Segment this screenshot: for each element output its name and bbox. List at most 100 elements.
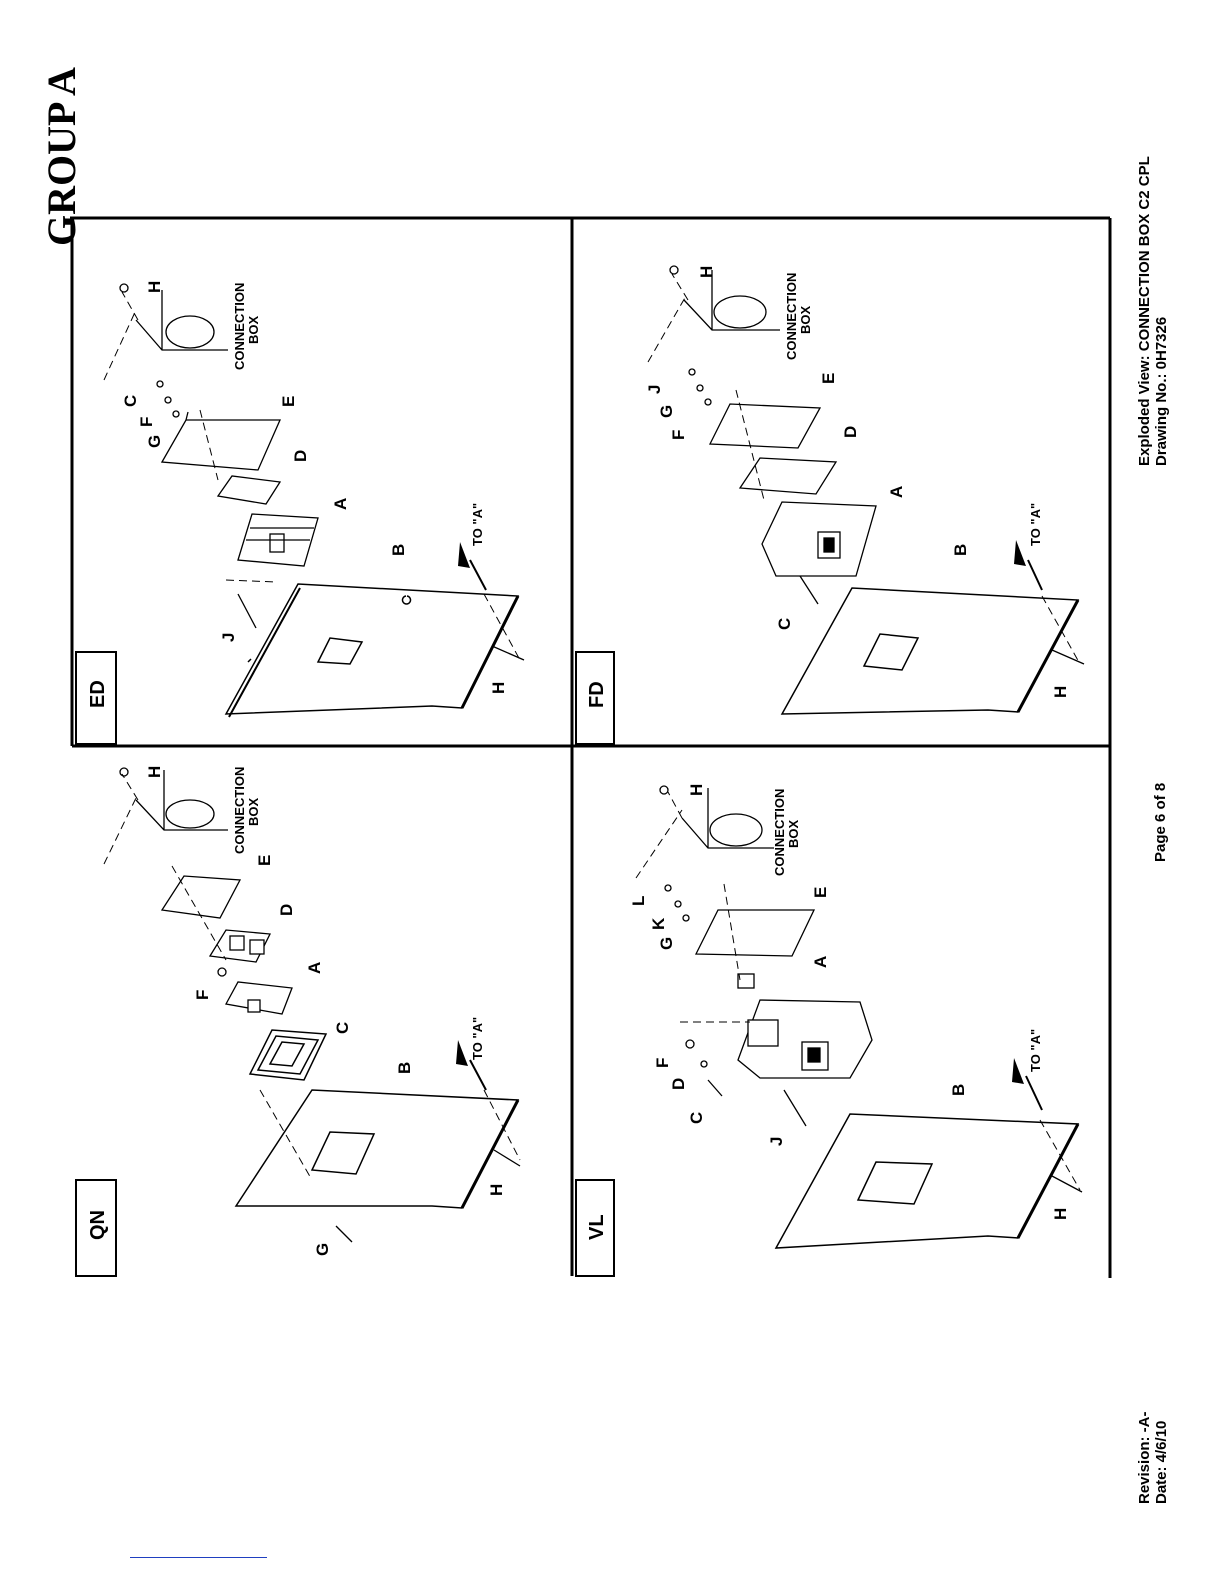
svg-text:E: E — [255, 855, 274, 866]
svg-text:A: A — [887, 486, 906, 498]
svg-text:B: B — [949, 1084, 968, 1096]
connection-box — [136, 770, 228, 830]
backplate — [782, 588, 1078, 714]
panel-label-vl: VL — [576, 1180, 614, 1276]
svg-text:H: H — [687, 784, 706, 796]
connection-box-label: CONNECTION BOX — [232, 767, 261, 854]
assembly-lines — [104, 292, 520, 660]
svg-text:TO "A": TO "A" — [470, 503, 485, 546]
breaker-body — [762, 502, 876, 576]
drawing-number: Drawing No.: 0H7326 — [1153, 317, 1170, 466]
breaker-mechanism — [210, 930, 270, 962]
panel-label-ed: ED — [76, 652, 116, 744]
svg-text:F: F — [653, 1058, 672, 1068]
assembly-lines — [104, 774, 520, 1180]
svg-text:H: H — [1051, 1208, 1070, 1220]
page-number: Page 6 of 8 — [1152, 783, 1169, 862]
svg-text:G: G — [657, 405, 676, 418]
svg-text:D: D — [669, 1078, 688, 1090]
screws — [120, 284, 524, 660]
footer-rule — [130, 1557, 267, 1558]
assembly-lines — [648, 274, 1080, 664]
svg-text:B: B — [951, 544, 970, 556]
panel-label-fd: FD — [576, 652, 614, 744]
svg-text:J: J — [767, 1137, 786, 1146]
insulator-plate — [218, 476, 280, 504]
svg-text:F: F — [669, 430, 688, 440]
svg-text:D: D — [291, 450, 310, 462]
to-a-arrow: TO "A" — [458, 503, 486, 590]
svg-text:CONNECTION: CONNECTION — [232, 283, 247, 370]
svg-text:FD: FD — [586, 681, 608, 708]
screws — [670, 266, 1084, 664]
connection-box — [684, 270, 780, 330]
svg-text:G: G — [313, 1243, 332, 1256]
svg-text:D: D — [841, 426, 860, 438]
breaker-body — [226, 982, 292, 1014]
backplate — [776, 1114, 1078, 1248]
svg-text:TO "A": TO "A" — [1028, 503, 1043, 546]
insulator-plate — [740, 458, 836, 494]
backplate — [236, 1090, 518, 1208]
svg-text:K: K — [649, 917, 668, 930]
svg-text:J: J — [645, 385, 664, 394]
connection-box-label: CONNECTION BOX — [232, 283, 261, 370]
svg-text:CONNECTION: CONNECTION — [232, 767, 247, 854]
panel-ed: ED — [76, 281, 524, 744]
svg-text:H: H — [1051, 686, 1070, 698]
svg-text:C: C — [687, 1112, 706, 1124]
svg-text:D: D — [277, 904, 296, 916]
part-callouts-ed: H C F G E D A B J H — [121, 281, 508, 694]
svg-text:H: H — [697, 266, 716, 278]
svg-text:B: B — [395, 1062, 414, 1074]
svg-text:A: A — [811, 956, 830, 968]
svg-text:QN: QN — [87, 1210, 109, 1240]
breaker-body — [738, 1000, 872, 1078]
connection-box-label: CONNECTION BOX — [784, 273, 813, 360]
connection-box — [136, 290, 228, 350]
part-callouts-fd: H J G F E D A B C H — [645, 266, 1070, 698]
panel-label-qn: QN — [76, 1180, 116, 1276]
svg-text:E: E — [811, 887, 830, 898]
backplate — [226, 584, 518, 717]
to-a-arrow: TO "A" — [456, 1017, 486, 1090]
svg-text:CONNECTION: CONNECTION — [784, 273, 799, 360]
mounting-bracket — [162, 876, 240, 918]
svg-text:TO "A": TO "A" — [470, 1017, 485, 1060]
mounting-bracket — [696, 910, 814, 956]
breaker-body — [238, 514, 318, 566]
svg-text:G: G — [657, 937, 676, 950]
panel-vl: VL — [576, 784, 1082, 1276]
svg-text:H: H — [487, 1184, 506, 1196]
svg-text:F: F — [137, 417, 156, 427]
svg-text:C: C — [121, 395, 140, 407]
svg-text:BOX: BOX — [798, 306, 813, 335]
revision: Revision: -A- — [1136, 1411, 1153, 1504]
svg-text:ED: ED — [87, 680, 109, 708]
part-callouts-qn: H E D A F C B H G — [145, 766, 506, 1256]
escutcheon — [250, 1030, 326, 1080]
svg-text:F: F — [193, 990, 212, 1000]
mounting-bracket — [710, 404, 820, 448]
svg-text:VL: VL — [586, 1214, 608, 1240]
panel-fd: FD — [576, 266, 1084, 744]
svg-text:H: H — [145, 281, 164, 293]
svg-text:E: E — [279, 396, 298, 407]
svg-text:H: H — [145, 766, 164, 778]
svg-text:BOX: BOX — [786, 820, 801, 849]
svg-text:BOX: BOX — [246, 316, 261, 345]
svg-text:BOX: BOX — [246, 798, 261, 827]
to-a-arrow: TO "A" — [1012, 1029, 1043, 1110]
svg-text:L: L — [629, 896, 648, 906]
revision-date: Date: 4/6/10 — [1153, 1421, 1170, 1504]
svg-text:J: J — [219, 633, 238, 642]
svg-text:H: H — [489, 682, 508, 694]
svg-text:C: C — [333, 1022, 352, 1034]
mounting-bracket — [162, 412, 280, 470]
svg-text:B: B — [389, 544, 408, 556]
svg-text:E: E — [819, 373, 838, 384]
assembly-lines — [636, 792, 1080, 1190]
connection-box — [682, 788, 774, 848]
svg-text:CONNECTION: CONNECTION — [772, 789, 787, 876]
